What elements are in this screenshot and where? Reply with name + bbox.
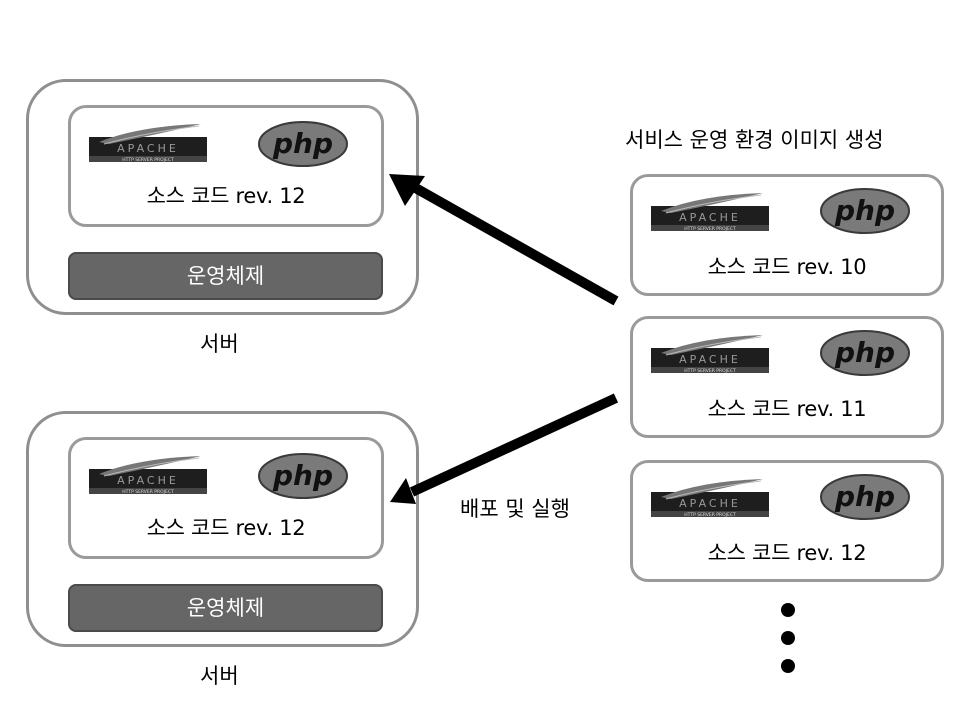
php-text: php <box>834 480 895 513</box>
apache-logo-icon: APACHE HTTP SERVER PROJECT <box>89 124 207 162</box>
ellipsis-dot <box>781 631 795 645</box>
apache-text: APACHE <box>117 142 179 155</box>
php-logo-icon: php <box>820 474 910 520</box>
php-text: php <box>834 194 895 227</box>
deploy-arrow-bottom-line <box>409 393 619 497</box>
php-text: php <box>834 336 895 369</box>
os-bar: 운영체제 <box>68 252 383 300</box>
source-code-label: 소스 코드 rev. 12 <box>707 541 867 565</box>
apache-text: APACHE <box>679 211 741 224</box>
php-text: php <box>272 127 333 160</box>
apache-subtext: HTTP SERVER PROJECT <box>122 157 174 162</box>
server-box-1: APACHE HTTP SERVER PROJECT php 소스 코드 rev… <box>26 79 419 315</box>
server-box-2: APACHE HTTP SERVER PROJECT php 소스 코드 rev… <box>26 411 419 647</box>
image-box-rev10: APACHE HTTP SERVER PROJECT php 소스 코드 rev… <box>630 174 944 296</box>
apache-logo-icon: APACHE HTTP SERVER PROJECT <box>651 193 769 231</box>
apache-subtext: HTTP SERVER PROJECT <box>684 226 736 231</box>
apache-text: APACHE <box>117 474 179 487</box>
deploy-arrow-top-line <box>409 181 619 306</box>
ellipsis-dot <box>781 659 795 673</box>
server-caption-2: 서버 <box>200 664 239 688</box>
php-logo-icon: php <box>258 453 348 499</box>
apache-logo-icon: APACHE HTTP SERVER PROJECT <box>89 456 207 494</box>
source-code-label: 소스 코드 rev. 12 <box>146 184 306 208</box>
php-logo-icon: php <box>820 330 910 376</box>
server-caption-1: 서버 <box>200 332 239 356</box>
apache-subtext: HTTP SERVER PROJECT <box>122 489 174 494</box>
source-code-box: APACHE HTTP SERVER PROJECT php 소스 코드 rev… <box>68 105 384 227</box>
images-title: 서비스 운영 환경 이미지 생성 <box>625 128 884 152</box>
apache-text: APACHE <box>679 497 741 510</box>
ellipsis-dot <box>781 603 795 617</box>
source-code-label: 소스 코드 rev. 11 <box>707 397 867 421</box>
source-code-label: 소스 코드 rev. 12 <box>146 516 306 540</box>
apache-logo-icon: APACHE HTTP SERVER PROJECT <box>651 335 769 373</box>
apache-text: APACHE <box>679 353 741 366</box>
php-logo-icon: php <box>820 188 910 234</box>
image-box-rev12: APACHE HTTP SERVER PROJECT php 소스 코드 rev… <box>630 460 944 582</box>
apache-subtext: HTTP SERVER PROJECT <box>684 512 736 517</box>
apache-logo-icon: APACHE HTTP SERVER PROJECT <box>651 479 769 517</box>
source-code-box: APACHE HTTP SERVER PROJECT php 소스 코드 rev… <box>68 437 384 559</box>
os-bar: 운영체제 <box>68 584 383 632</box>
apache-subtext: HTTP SERVER PROJECT <box>684 368 736 373</box>
php-text: php <box>272 459 333 492</box>
source-code-label: 소스 코드 rev. 10 <box>707 255 867 279</box>
deploy-label: 배포 및 실행 <box>460 497 570 521</box>
image-box-rev11: APACHE HTTP SERVER PROJECT php 소스 코드 rev… <box>630 316 944 438</box>
php-logo-icon: php <box>258 121 348 167</box>
